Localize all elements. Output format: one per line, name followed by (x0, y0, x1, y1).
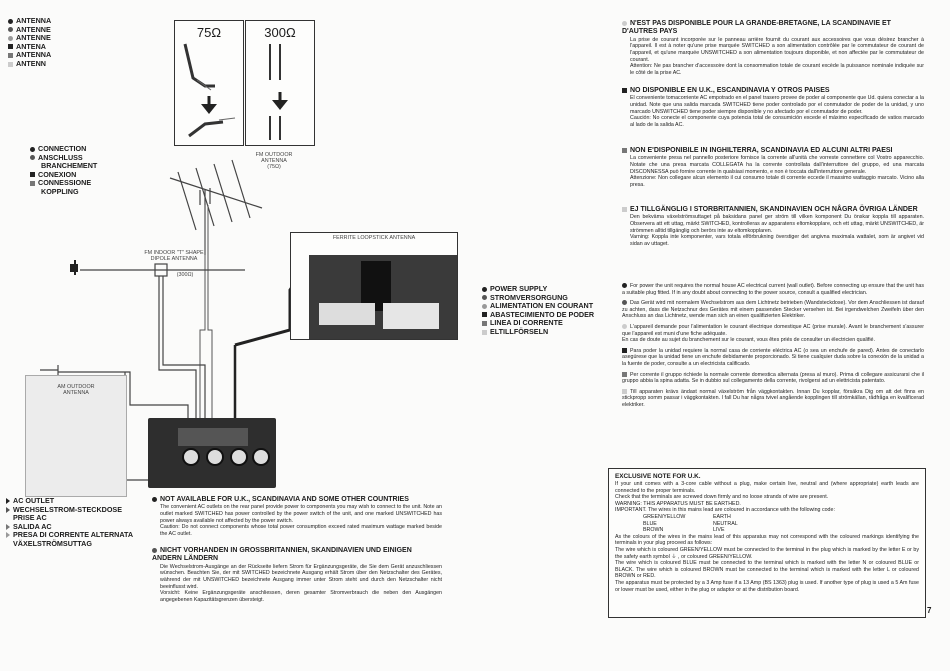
impedance-300-label: 300Ω (264, 25, 296, 40)
legend-item: AC OUTLET (6, 496, 133, 506)
power-paragraph: Till apparaten krävs ändast normal växel… (622, 388, 924, 408)
fm-indoor-dipole (80, 263, 245, 420)
antenna-terminals (319, 303, 375, 325)
connector-icon (182, 448, 200, 466)
legend-item: BRANCHEMENT (41, 161, 98, 171)
fm-indoor-impedance: (300Ω) (176, 272, 194, 278)
section-body: The convenient AC outlets on the rear pa… (160, 504, 442, 537)
rating-plate (383, 303, 439, 329)
legend-item: ANTENNA (8, 51, 51, 60)
ac-outlet-section-sv: EJ TILLGÄNGLIG I STORBRITANNIEN, SKANDIN… (622, 206, 924, 247)
legend-item: ANTENNE (8, 33, 51, 43)
legend-item: ANTENN (8, 59, 51, 69)
connector-icon (206, 448, 224, 466)
uk-exclusive-note: EXCLUSIVE NOTE FOR U.K. If your unit com… (608, 468, 926, 618)
power-paragraph: Per corrente il gruppo richiede la norma… (622, 371, 924, 385)
section-body: La conveniente presa nel pannello poster… (630, 155, 924, 188)
legend-item: ABASTECIMIENTO DE PODER (482, 310, 594, 320)
legend-item: KOPPLING (41, 186, 79, 196)
impedance-75-label: 75Ω (196, 25, 222, 40)
page-number: 7 (927, 606, 932, 615)
connection-legend: CONNECTION ANSCHLUSS BRANCHEMENT CONEXIO… (30, 144, 98, 197)
section-heading: EJ TILLGÄNGLIG I STORBRITANNIEN, SKANDIN… (630, 206, 918, 213)
twin-lead-illustration (269, 44, 288, 140)
power-paragraph: Das Gerät wird mit normalem Wechselstrom… (622, 300, 924, 320)
fm-indoor-label: FM INDOOR "T" SHAPE DIPOLE ANTENNA (144, 250, 204, 263)
power-paragraph: L'appareil demande pour l'alimentation l… (622, 323, 924, 344)
legend-item: CONNECTION (30, 144, 97, 154)
ac-outlet-section-es: NO DISPONIBLE EN U.K., ESCANDINAVIA Y OT… (622, 87, 924, 128)
tuner-rear-illustration (148, 418, 276, 488)
section-body: Die Wechselstrom-Ausgänge an der Rücksei… (160, 563, 442, 603)
section-heading: NICHT VORHANDEN IN GROSSBRITANNIEN, SKAN… (152, 547, 412, 563)
power-paragraph: Para poder la unidad requiere la normal … (622, 347, 924, 367)
section-heading: NO DISPONIBLE EN U.K., ESCANDINAVIA Y OT… (630, 87, 830, 94)
ac-outlet-section-en: NOT AVAILABLE FOR U.K., SCANDINAVIA AND … (152, 496, 442, 537)
antenna-legend: ANTENNA ANTENNE ANTENNE ANTENA ANTENNA A… (8, 16, 51, 69)
ferrite-bar (361, 261, 391, 311)
legend-item: VÄXELSTRÖMSUTTAG (13, 538, 92, 548)
ac-outlet-section-it: NON E'DISPONIBILE IN INGHILTERRA, SCANDI… (622, 147, 924, 188)
ac-outlet-section-de: NICHT VORHANDEN IN GROSSBRITANNIEN, SKAN… (152, 547, 442, 603)
power-paragraph: For power the unit requires the normal h… (622, 283, 924, 296)
cable-75-ohm-box: 75Ω (174, 20, 244, 146)
legend-item: PRESA DI CORRENTE ALTERNATA (6, 531, 133, 540)
section-heading: N'EST PAS DISPONIBLE POUR LA GRANDE-BRET… (622, 20, 891, 36)
connector-icon (230, 448, 248, 466)
legend-item: POWER SUPPLY (482, 284, 594, 294)
legend-item: ANTENNE (8, 25, 51, 35)
coax-cable-illustration (183, 43, 236, 138)
note-body: As the colours of the wires in the mains… (615, 533, 919, 593)
note-intro: If your unit comes with a 3-core cable w… (615, 481, 919, 514)
fm-outdoor-label: FM OUTDOOR ANTENNA (75Ω) (255, 152, 293, 171)
section-body: Den bekväma växelströmsuttaget på baksid… (630, 214, 924, 247)
connector-icon (252, 448, 270, 466)
legend-item: ANSCHLUSS (30, 153, 97, 163)
legend-item: STROMVERSORGUNG (482, 293, 594, 303)
legend-item: CONNESSIONE (30, 179, 97, 188)
legend-item: ALIMENTATION EN COURANT (482, 301, 594, 311)
section-body: El conveniente tomacorriente AC empotrad… (630, 95, 924, 128)
ac-outlet-legend: AC OUTLET WECHSELSTROM-STECKDOSE PRISE A… (6, 496, 133, 549)
legend-item: PRISE AC (13, 513, 47, 523)
am-outdoor-box: AM OUTDOOR ANTENNA (25, 375, 127, 497)
legend-item: ANTENA (8, 42, 51, 52)
section-body: La prise de courant incorporée sur le pa… (630, 36, 924, 76)
legend-item: ELTILLFÖRSELN (482, 327, 594, 337)
legend-item: LINEA DI CORRENTE (482, 319, 594, 328)
note-title: EXCLUSIVE NOTE FOR U.K. (615, 473, 701, 480)
fm-outdoor-antenna (169, 159, 263, 255)
cable-300-ohm-box: 300Ω (245, 20, 315, 146)
legend-item: ANTENNA (8, 16, 51, 26)
ferrite-antenna-box: FERRITE LOOPSTICK ANTENNA (290, 232, 458, 340)
legend-item: WECHSELSTROM-STECKDOSE (6, 505, 133, 515)
antenna-terminal-strip (178, 428, 248, 446)
legend-item: SALIDA AC (6, 522, 133, 532)
section-heading: NON E'DISPONIBILE IN INGHILTERRA, SCANDI… (630, 147, 893, 154)
ac-outlet-section-fr: N'EST PAS DISPONIBLE POUR LA GRANDE-BRET… (622, 20, 924, 76)
am-outdoor-label: AM OUTDOOR ANTENNA (57, 384, 95, 397)
legend-item: CONEXION (30, 170, 97, 180)
section-heading: NOT AVAILABLE FOR U.K., SCANDINAVIA AND … (160, 496, 409, 503)
power-supply-legend: POWER SUPPLY STROMVERSORGUNG ALIMENTATIO… (482, 284, 594, 337)
ferrite-label: FERRITE LOOPSTICK ANTENNA (332, 235, 416, 241)
power-supply-paragraphs: For power the unit requires the normal h… (622, 283, 924, 409)
